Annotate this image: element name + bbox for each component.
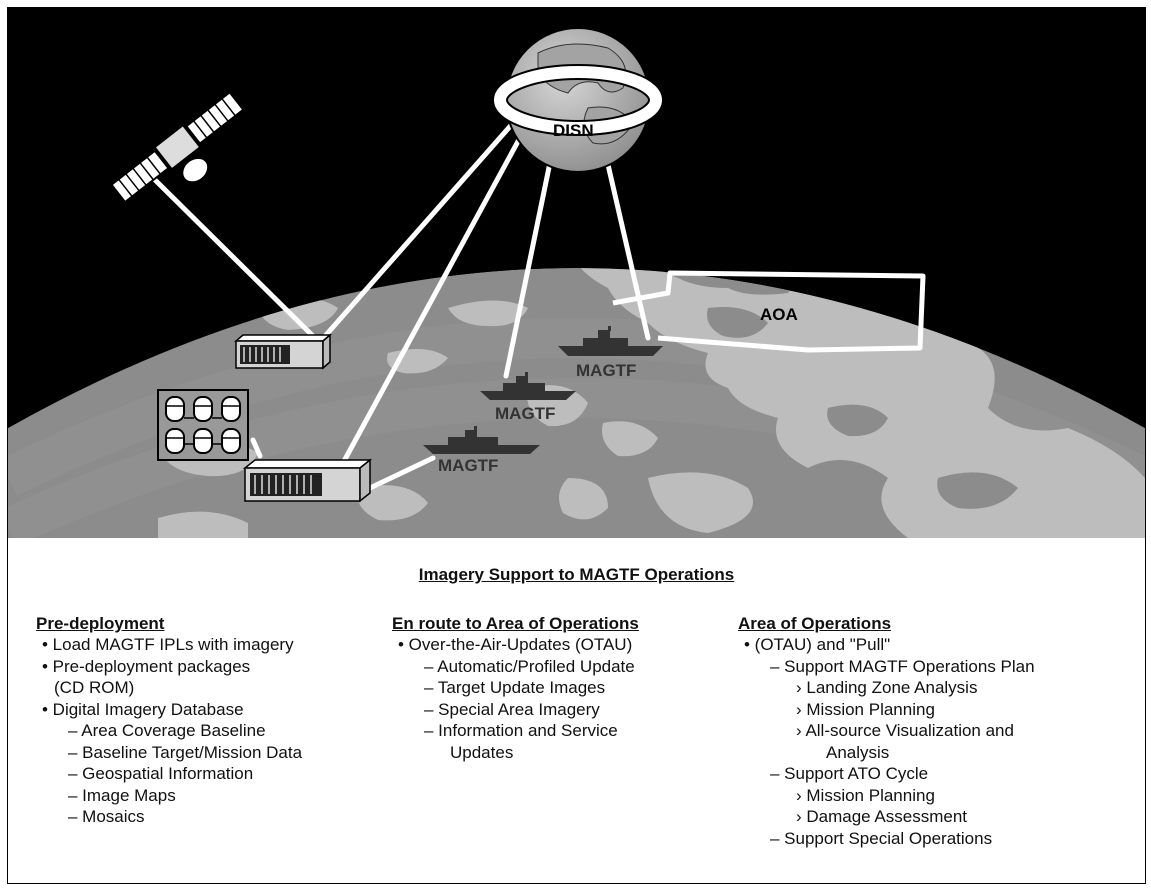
- list-item: • Over-the-Air-Updates (OTAU): [398, 635, 633, 654]
- disn-label: DISN: [553, 121, 594, 140]
- ship-icon-upper: [558, 326, 663, 356]
- aoa-outline: [612, 270, 926, 353]
- figure-frame: AOA DISN: [7, 7, 1146, 884]
- list-item: (CD ROM): [54, 678, 135, 697]
- disn-link-ship1: [600, 140, 651, 341]
- list-item: • Pre-deployment packages: [42, 656, 251, 676]
- list-item: › Mission Planning: [796, 785, 935, 805]
- column-en-route: En route to Area of Operations • Over-th…: [392, 613, 727, 763]
- list-item: – Support ATO Cycle: [770, 764, 929, 783]
- list-item: – Support Special Operations: [770, 828, 993, 848]
- list-item: – Automatic/Profiled Update: [424, 656, 635, 676]
- ground-terminal-upper: [233, 333, 333, 370]
- list-item: – Mosaics: [68, 807, 145, 826]
- list-item: › Landing Zone Analysis: [796, 678, 978, 697]
- ship-label-upper: MAGTF: [576, 361, 636, 380]
- ship-icon-middle: [480, 372, 576, 400]
- disn-link-terminal2: [340, 120, 531, 466]
- column-heading: En route to Area of Operations: [392, 614, 639, 633]
- storage-array-icon: [157, 389, 249, 461]
- list-item: › Damage Assessment: [796, 807, 968, 826]
- item-list: • (OTAU) and "Pull" – Support MAGTF Oper…: [738, 634, 1143, 849]
- satellite-icon: [110, 90, 245, 204]
- terminal2-ship3-link: [367, 455, 436, 491]
- list-item: › Mission Planning: [796, 699, 935, 719]
- column-pre-deployment: Pre-deployment • Load MAGTF IPLs with im…: [36, 613, 376, 828]
- ship-icon-lower: [423, 426, 540, 454]
- communication-links: [145, 120, 651, 491]
- item-list: • Over-the-Air-Updates (OTAU) – Automati…: [392, 634, 727, 763]
- column-heading: Area of Operations: [738, 614, 892, 633]
- disn-globe: DISN: [492, 27, 664, 173]
- list-item: › All-source Visualization and: [796, 721, 1014, 740]
- network-diagram: AOA DISN: [8, 8, 1145, 538]
- list-item: – Baseline Target/Mission Data: [68, 742, 303, 762]
- disn-link-terminal1: [323, 120, 516, 338]
- figure-caption: Imagery Support to MAGTF Operations: [418, 565, 735, 584]
- list-item: Analysis: [826, 742, 890, 762]
- list-item: • Digital Imagery Database: [42, 699, 244, 719]
- satellite-link: [145, 170, 321, 344]
- ground-terminal-lower: [242, 458, 373, 503]
- item-list: • Load MAGTF IPLs with imagery • Pre-dep…: [36, 634, 376, 828]
- list-item: – Area Coverage Baseline: [68, 721, 266, 740]
- list-item: – Geospatial Information: [68, 764, 254, 783]
- list-item: • (OTAU) and "Pull": [744, 635, 891, 654]
- list-item: – Image Maps: [68, 785, 176, 805]
- column-heading: Pre-deployment: [36, 614, 165, 633]
- list-item: – Target Update Images: [424, 678, 606, 697]
- ship-label-middle: MAGTF: [495, 404, 555, 423]
- aoa-label: AOA: [760, 305, 798, 324]
- disn-link-ship2: [503, 145, 556, 379]
- column-area-of-operations: Area of Operations • (OTAU) and "Pull" –…: [738, 613, 1143, 849]
- list-item: • Load MAGTF IPLs with imagery: [42, 635, 294, 654]
- ship-label-lower: MAGTF: [438, 456, 498, 475]
- list-item: – Support MAGTF Operations Plan: [770, 656, 1035, 676]
- list-item: – Special Area Imagery: [424, 699, 600, 719]
- list-item: – Information and Service: [424, 721, 618, 740]
- storage-terminal2-link: [250, 437, 263, 459]
- list-item: Updates: [450, 742, 514, 762]
